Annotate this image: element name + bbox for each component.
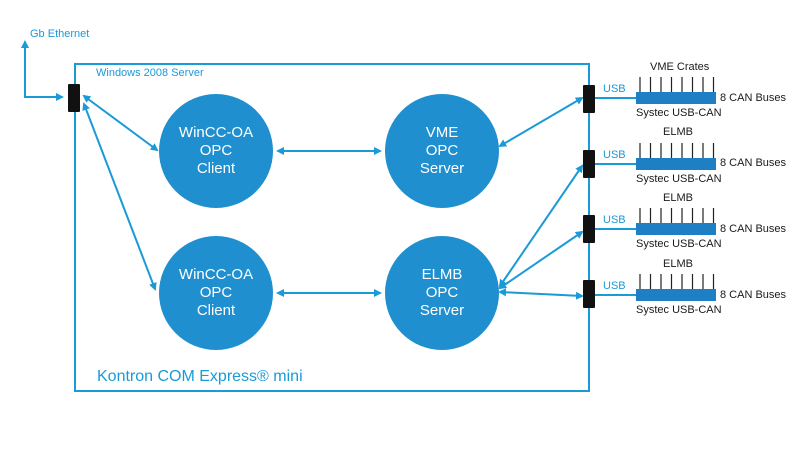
node-line: OPC [199,284,233,301]
bus-title: VME Crates [650,61,710,73]
elmb-server-node [385,236,499,350]
can-adapter-3 [636,223,716,235]
device-label: Systec USB-CAN [636,173,722,185]
device-label: Systec USB-CAN [636,107,722,119]
can-buses-label: 8 CAN Buses [720,289,787,301]
node-line: VME [425,124,459,141]
node-line: OPC [425,142,459,159]
wincc-client-1-label: WinCC-OA OPC Client [166,124,266,178]
usb-label: USB [603,280,626,292]
node-line: Server [419,302,465,319]
node-line: WinCC-OA [178,124,254,141]
usb-label: USB [603,149,626,161]
link-elmb-port3 [498,230,584,290]
ethernet-label: Gb Ethernet [30,28,90,40]
bus-title: ELMB [663,258,693,270]
server-label: Windows 2008 Server [96,67,204,79]
can-adapter-4 [636,289,716,301]
ethernet-port [68,84,80,112]
link-elmb-port4 [498,288,584,300]
node-line: OPC [425,284,459,301]
usb-label: USB [603,214,626,226]
bus-title: ELMB [663,192,693,204]
node-line: WinCC-OA [178,266,254,283]
node-line: Client [196,302,236,319]
node-line: ELMB [421,266,463,283]
elmb-server-label: ELMB OPC Server [392,266,492,320]
device-label: Systec USB-CAN [636,304,722,316]
link-eth-client1 [82,94,159,152]
usb-label: USB [603,83,626,95]
usb-port-4 [583,280,595,308]
can-adapter-1 [636,92,716,104]
can-buses-label: 8 CAN Buses [720,92,787,104]
can-bus-ticks [639,77,715,289]
can-buses-label: 8 CAN Buses [720,223,787,235]
wincc-client-1-node [159,94,273,208]
node-line: OPC [199,142,233,159]
link-elmb-port2 [498,164,584,288]
can-buses-label: 8 CAN Buses [720,157,787,169]
device-label: Systec USB-CAN [636,238,722,250]
usb-port-3 [583,215,595,243]
usb-port-1 [583,85,595,113]
link-vme-port1 [498,96,584,148]
server-box [74,63,590,392]
usb-port-2 [583,150,595,178]
node-line: Server [419,160,465,177]
vme-server-node [385,94,499,208]
wincc-client-2-label: WinCC-OA OPC Client [166,266,266,320]
ethernet-link [21,40,64,101]
bus-title: ELMB [663,126,693,138]
can-adapter-2 [636,158,716,170]
wincc-client-2-node [159,236,273,350]
node-line: Client [196,160,236,177]
vme-server-label: VME OPC Server [392,124,492,178]
link-eth-client2 [82,102,157,291]
platform-label: Kontron COM Express® mini [97,368,303,385]
